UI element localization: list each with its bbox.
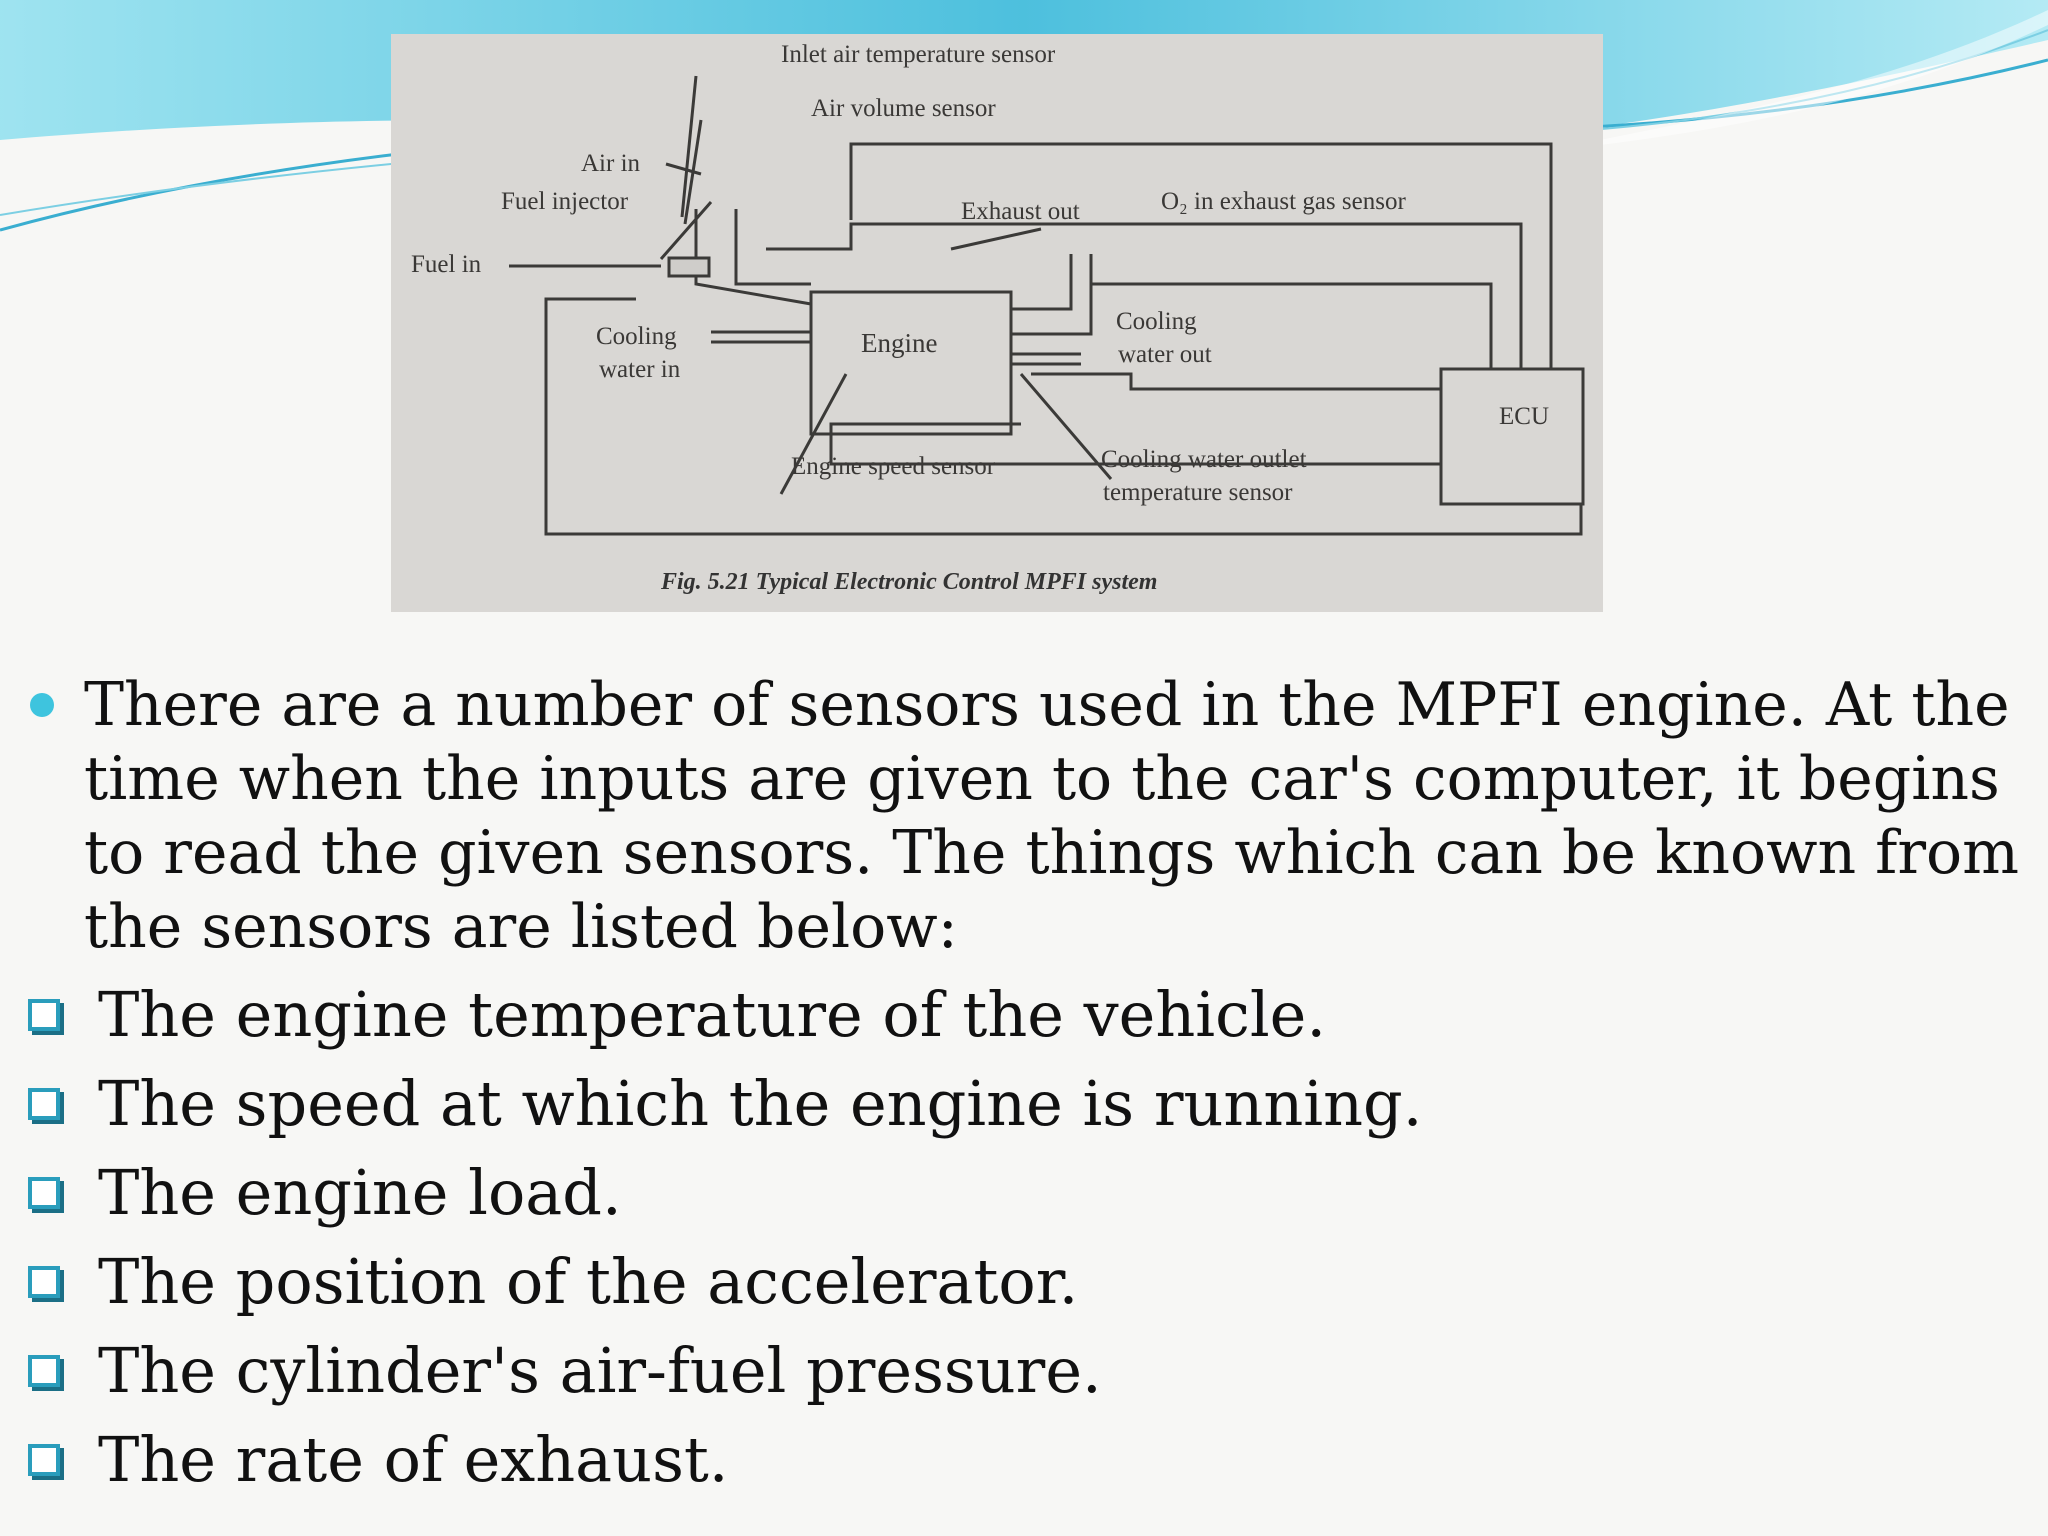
list-item: The engine load. (22, 1148, 2022, 1237)
checkbox-bullet-icon (28, 1088, 60, 1120)
list-item: The cylinder's air-fuel pressure. (22, 1326, 2022, 1415)
ecu-block (1439, 367, 1585, 506)
label-cooling-water-in-line2: water in (599, 356, 681, 383)
label-inlet-air-temp-sensor: Inlet air temperature sensor (781, 41, 1056, 68)
sensor-info-list: The engine temperature of the vehicle. T… (22, 970, 2022, 1504)
checkbox-bullet-icon (28, 1177, 60, 1209)
checkbox-bullet-icon (28, 1266, 60, 1298)
intro-text: There are a number of sensors used in th… (84, 670, 2020, 962)
label-cooling-water-out-line1: Cooling (1116, 308, 1197, 335)
label-fuel-in: Fuel in (411, 251, 482, 278)
label-fuel-injector: Fuel injector (501, 188, 629, 215)
label-cooling-water-out-line2: water out (1118, 341, 1212, 368)
intro-bullet: There are a number of sensors used in th… (22, 668, 2022, 964)
slide-content: There are a number of sensors used in th… (22, 668, 2022, 1504)
label-air-in: Air in (581, 150, 641, 177)
list-item-text: The cylinder's air-fuel pressure. (98, 1334, 1102, 1407)
list-item-text: The position of the accelerator. (98, 1245, 1079, 1318)
label-engine: Engine (861, 328, 937, 358)
label-exhaust-out: Exhaust out (961, 198, 1080, 225)
bullet-dot-icon (30, 693, 54, 717)
list-item: The engine temperature of the vehicle. (22, 970, 2022, 1059)
list-item: The speed at which the engine is running… (22, 1059, 2022, 1148)
label-cooling-water-outlet-sensor-line2: temperature sensor (1103, 479, 1293, 506)
mpfi-system-diagram: Inlet air temperature sensor Air volume … (411, 41, 1585, 595)
list-item: The rate of exhaust. (22, 1415, 2022, 1504)
engine-block (809, 290, 1013, 436)
checkbox-bullet-icon (28, 1355, 60, 1387)
label-ecu: ECU (1499, 403, 1549, 430)
mpfi-diagram-figure: Inlet air temperature sensor Air volume … (391, 34, 1603, 612)
label-air-volume-sensor: Air volume sensor (811, 95, 996, 122)
list-item-text: The engine temperature of the vehicle. (98, 978, 1327, 1051)
list-item-text: The speed at which the engine is running… (98, 1067, 1423, 1140)
list-item: The position of the accelerator. (22, 1237, 2022, 1326)
label-engine-speed-sensor: Engine speed sensor (791, 453, 996, 480)
list-item-text: The engine load. (98, 1156, 622, 1229)
label-cooling-water-in-line1: Cooling (596, 323, 677, 350)
checkbox-bullet-icon (28, 1444, 60, 1476)
label-cooling-water-outlet-sensor-line1: Cooling water outlet (1101, 446, 1307, 473)
checkbox-bullet-icon (28, 999, 60, 1031)
figure-caption: Fig. 5.21 Typical Electronic Control MPF… (660, 569, 1157, 595)
list-item-text: The rate of exhaust. (98, 1423, 729, 1496)
label-o2-sensor: O₂ in exhaust gas sensor (1161, 188, 1406, 215)
